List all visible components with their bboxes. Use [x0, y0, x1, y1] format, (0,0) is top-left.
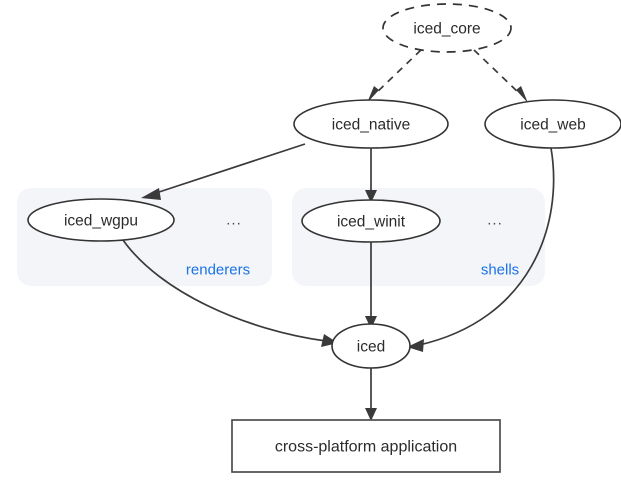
node-iced_winit[interactable]: iced_winit: [301, 199, 441, 243]
node-iced[interactable]: iced: [331, 323, 411, 369]
node-iced-shape: [331, 323, 411, 369]
group-renderers-ellipsis: ...: [226, 212, 242, 229]
node-iced_wgpu[interactable]: iced_wgpu: [27, 198, 175, 242]
group-renderers-label[interactable]: renderers: [186, 262, 250, 279]
node-application-label: cross-platform application: [275, 439, 457, 456]
group-shells-label[interactable]: shells: [481, 262, 519, 279]
edge-iced-to-application: [365, 368, 377, 421]
node-iced_core[interactable]: iced_core: [382, 3, 512, 53]
node-iced-label: iced: [357, 339, 385, 356]
node-iced_native-label: iced_native: [332, 117, 410, 134]
edge-iced_core-to-iced_native: [367, 49, 422, 103]
node-iced_web-label: iced_web: [520, 117, 586, 134]
node-iced_core-shape: [382, 3, 512, 53]
edge-iced_native-to-iced_wgpu: [141, 143, 306, 200]
edge-iced_winit-to-iced: [365, 242, 377, 329]
edge-iced_core-to-iced_web: [473, 49, 528, 103]
node-iced_core-label: iced_core: [413, 21, 480, 38]
node-application[interactable]: cross-platform application: [231, 419, 501, 473]
node-application-shape: [231, 419, 501, 473]
node-iced_winit-label: iced_winit: [337, 214, 406, 231]
edge-iced_web-to-iced: [407, 147, 555, 352]
node-iced_native[interactable]: iced_native: [293, 99, 449, 149]
node-iced_web-shape: [484, 99, 621, 149]
node-iced_winit-shape: [301, 199, 441, 243]
node-iced_wgpu-label: iced_wgpu: [64, 213, 138, 230]
group-shells-ellipsis: ...: [487, 212, 503, 229]
node-iced_web[interactable]: iced_web: [484, 99, 621, 149]
node-iced_native-shape: [293, 99, 449, 149]
edge-iced_native-to-iced_winit: [365, 148, 377, 203]
node-iced_wgpu-shape: [27, 198, 175, 242]
